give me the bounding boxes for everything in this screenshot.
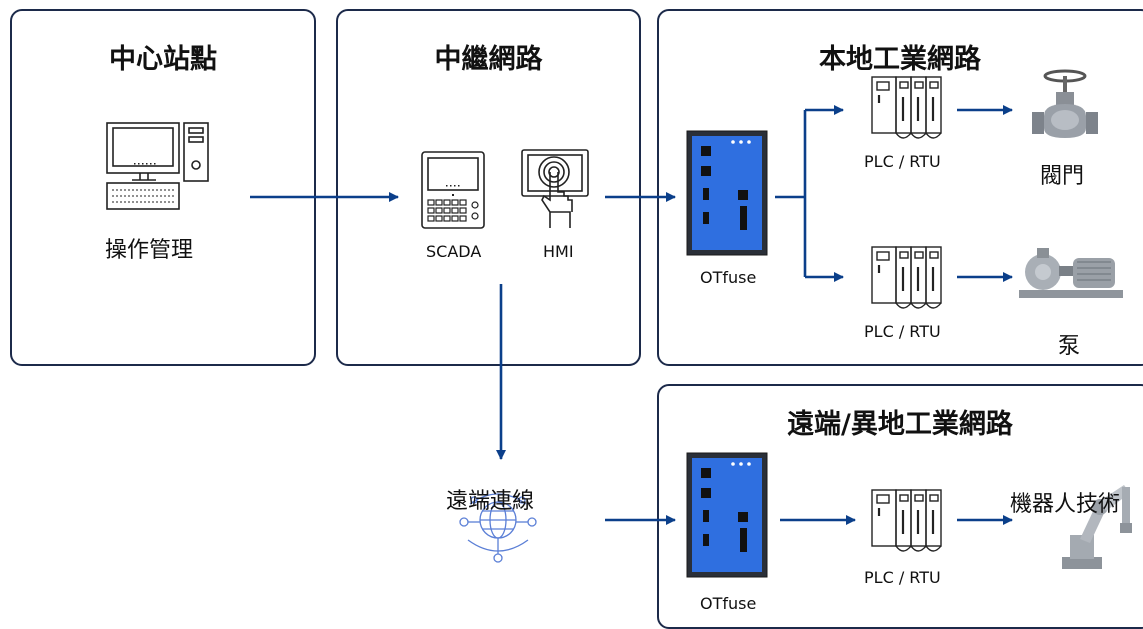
pump-icon xyxy=(1019,248,1123,298)
otfuse-remote-icon xyxy=(686,452,768,578)
scada-label: SCADA xyxy=(426,242,482,261)
panel-center-site: 中心站點 xyxy=(10,9,316,366)
otfuse-remote-label: OTfuse xyxy=(700,594,757,613)
robot-label: 機器人技術 xyxy=(1010,492,1121,517)
scada-terminal-icon xyxy=(421,151,485,229)
ops-label: 操作管理 xyxy=(105,238,194,263)
panel-local-title: 本地工業網路 xyxy=(819,44,981,75)
globe-network-icon xyxy=(459,493,537,563)
panel-center-title: 中心站點 xyxy=(109,44,217,75)
plc-remote-label: PLC / RTU xyxy=(864,568,941,587)
panel-relay-title: 中繼網路 xyxy=(434,44,543,75)
plc-rtu-icon xyxy=(871,246,942,309)
otfuse-local-icon xyxy=(686,130,768,256)
panel-remote-title: 遠端/異地工業網路 xyxy=(787,409,1013,440)
computer-icon xyxy=(106,122,209,210)
pump-label: 泵 xyxy=(1058,334,1081,359)
hmi-label: HMI xyxy=(543,242,574,261)
panel-relay-network: 中繼網路 xyxy=(336,9,641,366)
plc-top-label: PLC / RTU xyxy=(864,152,941,171)
valve-icon xyxy=(1032,69,1098,138)
valve-label: 閥門 xyxy=(1040,164,1085,189)
remote-link-label: 遠端連線 xyxy=(446,489,535,514)
otfuse-local-label: OTfuse xyxy=(700,268,757,287)
plc-rtu-icon xyxy=(871,489,942,552)
plc-rtu-icon xyxy=(871,76,942,139)
panel-remote-industrial: 遠端/異地工業網路 xyxy=(657,384,1143,629)
plc-bottom-label: PLC / RTU xyxy=(864,322,941,341)
hmi-touch-icon xyxy=(521,149,589,228)
robot-arm-icon xyxy=(1062,485,1132,569)
